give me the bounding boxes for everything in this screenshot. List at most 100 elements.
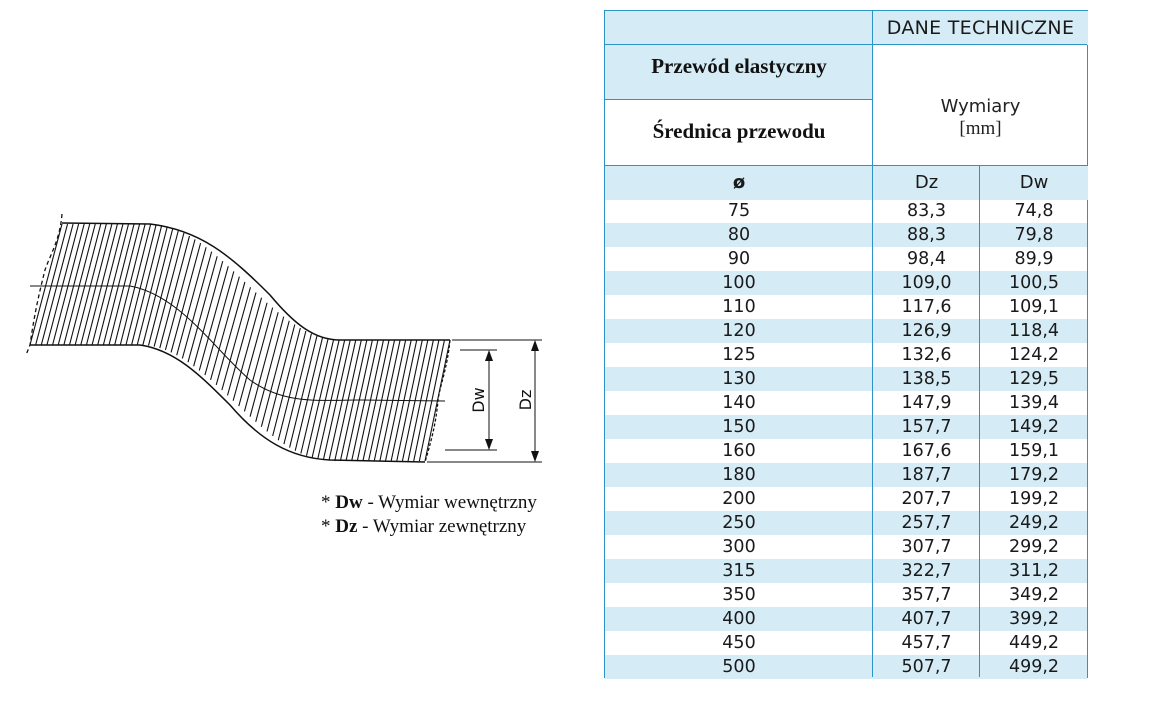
cell-dw: 311,2: [1008, 561, 1060, 581]
duct-rib: [243, 307, 274, 412]
col-header-dz: Dz: [914, 172, 939, 193]
cell-diameter: 450: [722, 633, 756, 653]
cell-dz: 457,7: [901, 633, 952, 653]
duct-rib: [204, 271, 235, 376]
legend-dw: * Dw - Wymiar wewnętrzny: [321, 492, 537, 513]
duct-rib: [63, 223, 96, 346]
cell-dw: 349,2: [1008, 585, 1060, 605]
duct-rib: [35, 223, 69, 346]
cell-dz: 132,6: [901, 345, 952, 365]
duct-rib: [147, 230, 179, 346]
duct-rib: [74, 223, 107, 346]
cell-diameter: 140: [722, 393, 756, 413]
cell-diameter: 90: [727, 249, 751, 269]
cell-diameter: 80: [727, 225, 751, 245]
legend-dz: * Dz - Wymiar zewnętrzny: [321, 516, 527, 537]
cell-diameter: 125: [722, 345, 756, 365]
cell-dz: 109,0: [901, 273, 952, 293]
header-band-right: [873, 11, 1088, 45]
divider-colheads: [605, 165, 1087, 166]
duct-rib: [210, 276, 240, 381]
duct-corrugation-ribs: [29, 223, 451, 462]
cell-dz: 307,7: [901, 537, 952, 557]
dw-arrow-top: [485, 350, 493, 361]
table-row: 350 357,7 349,2: [605, 583, 1087, 607]
duct-rib: [238, 302, 268, 407]
cell-dw: 199,2: [1008, 489, 1060, 509]
divider-product: [605, 99, 872, 100]
cell-diameter: 400: [722, 609, 756, 629]
cell-diameter: 500: [722, 657, 756, 677]
duct-rib: [68, 223, 102, 346]
table-row: 450 457,7 449,2: [605, 631, 1087, 655]
column-header-band: [605, 166, 1088, 200]
cell-dz: 207,7: [901, 489, 952, 509]
duct-rib: [57, 223, 91, 346]
cell-diameter: 120: [722, 321, 756, 341]
cell-dw: 449,2: [1008, 633, 1060, 653]
cell-dz: 98,4: [907, 249, 946, 269]
header-band-left: [605, 11, 873, 45]
cell-dw: 149,2: [1008, 417, 1060, 437]
cell-dz: 157,7: [901, 417, 952, 437]
duct-rib: [136, 226, 168, 346]
duct-right-break: [424, 339, 451, 463]
product-name: Przewód elastyczny: [651, 54, 827, 78]
cell-dw: 159,1: [1008, 441, 1060, 461]
divider-header: [605, 44, 1087, 45]
cell-diameter: 180: [722, 465, 756, 485]
duct-rib: [232, 297, 263, 401]
table-row: 150 157,7 149,2: [605, 415, 1087, 439]
duct-rib: [193, 260, 224, 367]
cell-dw: 179,2: [1008, 465, 1060, 485]
duct-rib: [52, 223, 85, 346]
technical-data-table: DANE TECHNICZNE Przewód elastyczny Średn…: [604, 10, 1088, 679]
duct-rib: [131, 224, 163, 346]
dz-arrow-top: [531, 340, 539, 351]
cell-dz: 187,7: [901, 465, 952, 485]
cell-dw: 74,8: [1014, 201, 1054, 221]
duct-rib: [283, 333, 312, 445]
cell-dz: 83,3: [907, 201, 946, 221]
cell-diameter: 315: [722, 561, 756, 581]
duct-rib: [159, 235, 191, 349]
duct-rib: [181, 251, 213, 359]
duct-rib: [311, 339, 340, 458]
cell-dw: 499,2: [1008, 657, 1060, 677]
cell-dz: 88,3: [907, 225, 946, 245]
duct-rib: [125, 224, 157, 346]
cell-dw: 109,1: [1008, 297, 1060, 317]
col-header-diameter: ø: [732, 172, 746, 193]
table-row: 180 187,7 179,2: [605, 463, 1087, 487]
cell-dz: 167,6: [901, 441, 952, 461]
duct-rib: [317, 339, 346, 459]
cell-dw: 100,5: [1008, 273, 1060, 293]
col-header-dw: Dw: [1019, 172, 1049, 193]
cell-dz: 257,7: [901, 513, 952, 533]
duct-rib: [187, 256, 218, 363]
cell-diameter: 350: [722, 585, 756, 605]
duct-rib: [142, 227, 174, 346]
dw-label: Dw: [469, 387, 488, 412]
cell-diameter: 150: [722, 417, 756, 437]
duct-rib: [255, 316, 285, 422]
cell-dz: 407,7: [901, 609, 952, 629]
cell-dz: 507,7: [901, 657, 952, 677]
cell-diameter: 200: [722, 489, 756, 509]
duct-rib: [176, 247, 207, 356]
duct-rib: [226, 292, 257, 396]
dimensions-label: Wymiary: [940, 96, 1021, 117]
cell-dw: 249,2: [1008, 513, 1060, 533]
cell-dw: 124,2: [1008, 345, 1060, 365]
cell-diameter: 110: [722, 297, 756, 317]
cell-dz: 357,7: [901, 585, 952, 605]
cell-dw: 129,5: [1008, 369, 1060, 389]
cell-dw: 118,4: [1008, 321, 1060, 341]
